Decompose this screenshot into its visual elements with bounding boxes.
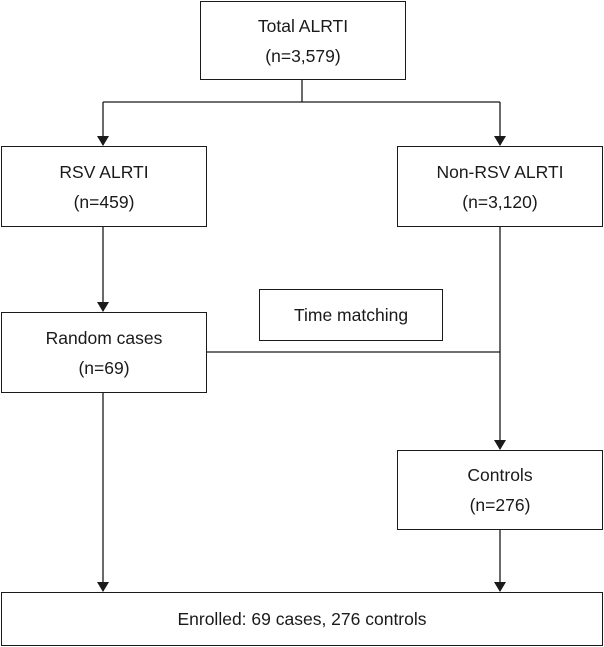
total-alrti-title: Total ALRTI (257, 15, 349, 36)
time-matching-label: Time matching (293, 305, 409, 325)
random-cases-title: Random cases (45, 327, 163, 348)
total-alrti-box: Total ALRTI (n=3,579) (200, 1, 406, 80)
rsv-alrti-count: (n=459) (73, 191, 135, 212)
controls-title: Controls (467, 465, 533, 485)
total-alrti-count: (n=3,579) (265, 45, 341, 66)
rsv-alrti-box: RSV ALRTI (n=459) (1, 146, 207, 227)
enrolled-label: Enrolled: 69 cases, 276 controls (177, 609, 427, 629)
controls-count: (n=276) (469, 495, 531, 515)
rsv-alrti-title: RSV ALRTI (59, 161, 149, 182)
enrolled-box: Enrolled: 69 cases, 276 controls (1, 592, 603, 646)
time-matching-box: Time matching (259, 289, 443, 341)
random-cases-count: (n=69) (78, 357, 130, 378)
non-rsv-alrti-box: Non-RSV ALRTI (n=3,120) (397, 146, 603, 227)
controls-box: Controls (n=276) (397, 450, 603, 530)
non-rsv-alrti-title: Non-RSV ALRTI (436, 161, 564, 182)
non-rsv-alrti-count: (n=3,120) (462, 191, 538, 212)
random-cases-box: Random cases (n=69) (1, 312, 207, 393)
